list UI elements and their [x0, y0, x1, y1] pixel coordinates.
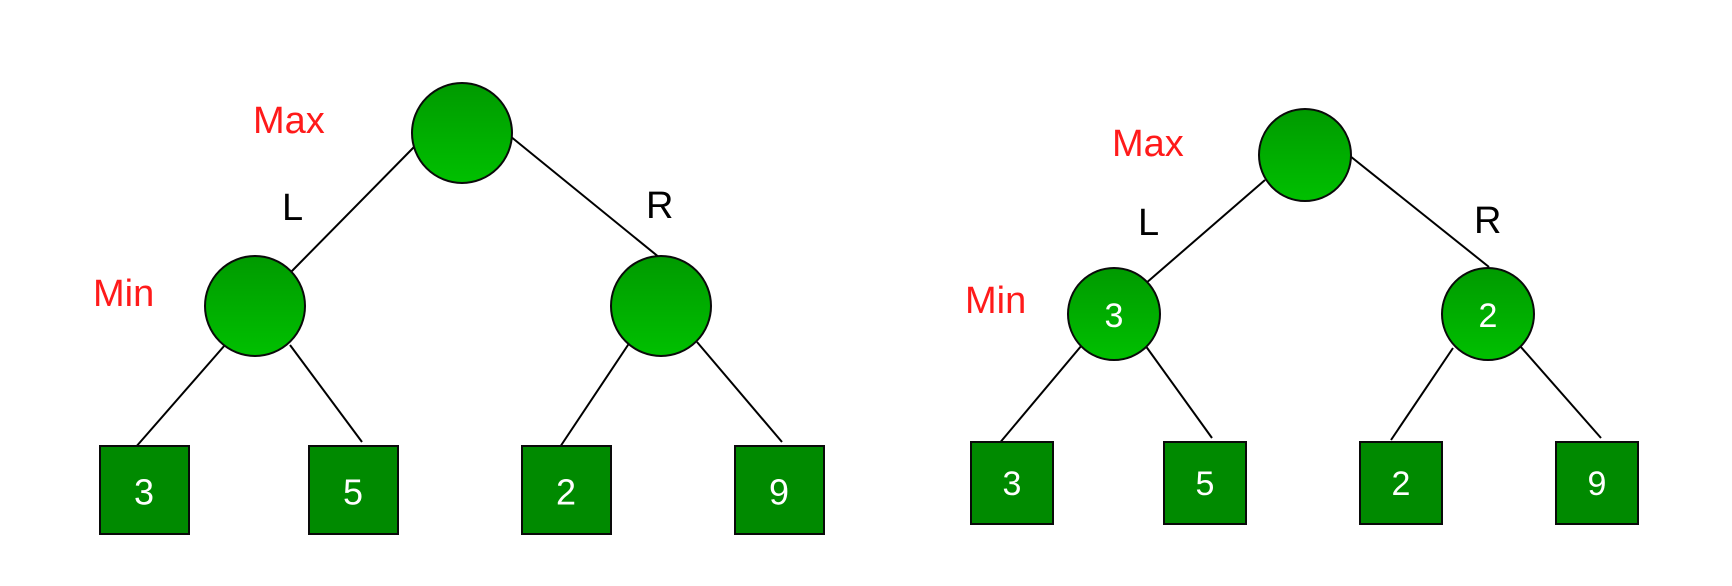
- leaf-node-2: 5: [308, 445, 399, 535]
- leaf-value-3: 2: [556, 472, 576, 513]
- edge-min-left-to-leaf-2: [1144, 344, 1213, 439]
- leaf-value-4: 9: [769, 472, 789, 513]
- edge-max-to-min-left: [289, 145, 416, 274]
- leaf-node-3: 2: [1359, 441, 1443, 525]
- leaf-value-2: 5: [1196, 465, 1215, 503]
- leaf-node-1: 3: [970, 441, 1054, 525]
- min-node-left: [204, 255, 306, 357]
- edge-min-right-to-leaf-3: [559, 341, 631, 448]
- leaf-value-1: 3: [1003, 465, 1022, 503]
- level-label-min: Min: [965, 280, 1026, 322]
- edge-max-to-min-left: [1144, 179, 1266, 285]
- level-label-max: Max: [1112, 123, 1184, 165]
- leaf-node-1: 3: [99, 445, 190, 535]
- edge-min-left-to-leaf-1: [134, 344, 226, 449]
- leaf-node-4: 9: [1555, 441, 1639, 525]
- level-label-min: Min: [93, 273, 154, 315]
- edge-min-right-to-leaf-4: [696, 341, 783, 443]
- max-node: [1258, 108, 1352, 202]
- leaf-node-2: 5: [1163, 441, 1247, 525]
- edge-min-left-to-leaf-1: [997, 344, 1083, 446]
- branch-label-left: L: [282, 187, 303, 229]
- min-node-right: [610, 255, 712, 357]
- edge-min-right-to-leaf-4: [1519, 345, 1602, 439]
- branch-label-left: L: [1138, 202, 1159, 244]
- min-node-right-value: 2: [1479, 297, 1498, 335]
- tree-after: Max Min L R 3 2 3 5 2: [965, 108, 1639, 525]
- leaf-node-3: 2: [521, 445, 612, 535]
- min-node-right: 2: [1441, 267, 1535, 361]
- tree-before: Max Min L R 3 5 2: [93, 82, 825, 535]
- edge-min-right-to-leaf-3: [1390, 347, 1454, 441]
- edge-min-left-to-leaf-2: [289, 344, 363, 443]
- edge-max-to-min-right: [509, 135, 661, 259]
- leaf-value-4: 9: [1588, 465, 1607, 503]
- leaf-value-1: 3: [134, 472, 154, 513]
- branch-label-right: R: [1474, 200, 1501, 242]
- leaf-value-2: 5: [343, 472, 363, 513]
- edge-max-to-min-right: [1344, 151, 1490, 268]
- leaf-node-4: 9: [734, 445, 825, 535]
- min-node-left: 3: [1067, 267, 1161, 361]
- max-node: [411, 82, 513, 184]
- min-node-left-value: 3: [1105, 297, 1124, 335]
- level-label-max: Max: [253, 100, 325, 142]
- leaf-value-3: 2: [1392, 465, 1411, 503]
- branch-label-right: R: [646, 185, 673, 227]
